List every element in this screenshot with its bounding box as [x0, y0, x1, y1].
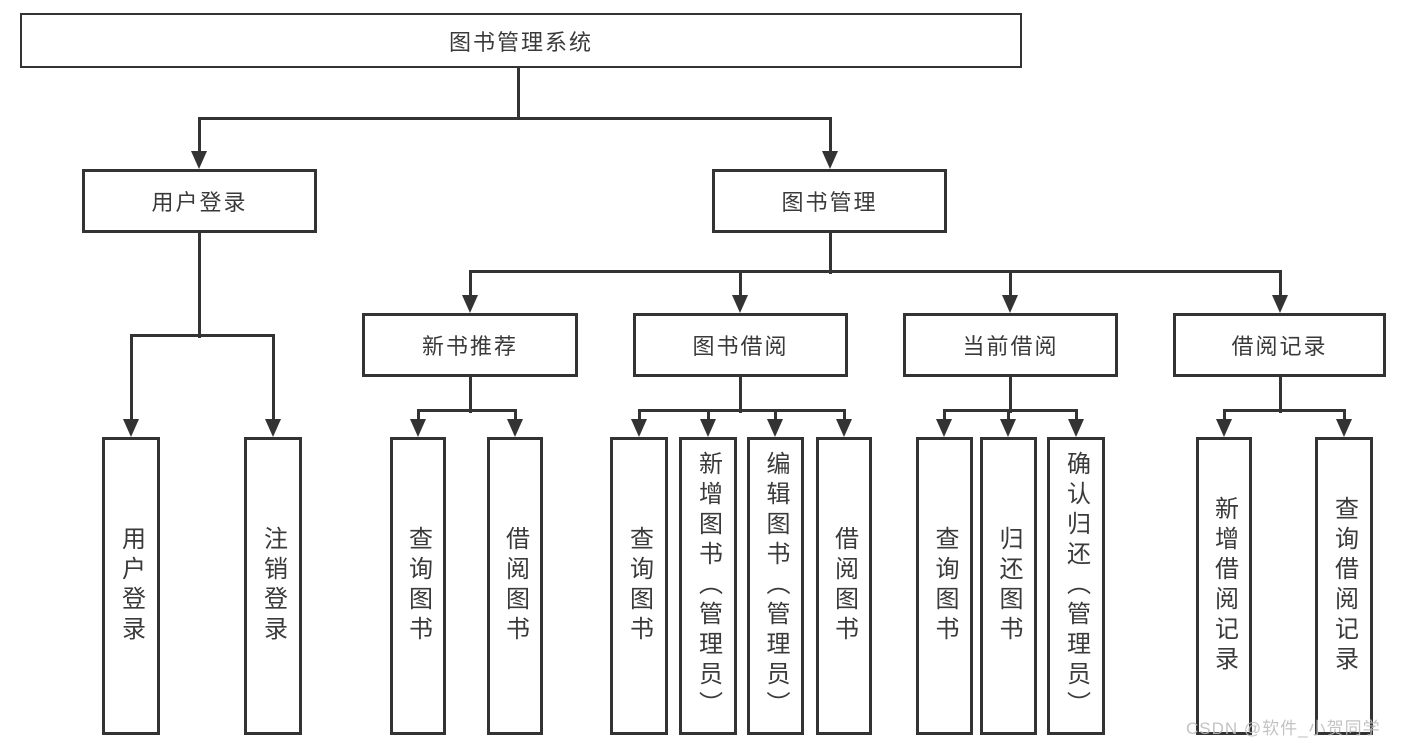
connector-line: [1006, 408, 1010, 425]
leaf-query-borrow-record-label: 查询借阅记录: [1330, 496, 1358, 676]
connector-line: [842, 408, 846, 425]
connector-line: [1074, 408, 1078, 425]
connector-line: [416, 408, 420, 425]
leaf-logout: 注销登录: [244, 437, 302, 735]
leaf-borrow-books-borrowing-label: 借阅图书: [830, 526, 858, 646]
node-borrowing-records: 借阅记录: [1173, 313, 1386, 377]
arrow-down-icon: [1336, 419, 1352, 437]
connector-line: [706, 408, 710, 425]
node-book-borrowing: 图书借阅: [633, 313, 848, 377]
arrow-down-icon: [631, 419, 647, 437]
connector-line: [197, 116, 201, 157]
leaf-edit-book-admin-label: 编辑图书（管理员）: [762, 451, 789, 721]
watermark: CSDN @软件_小贺同学: [1186, 719, 1381, 738]
leaf-add-book-admin-label: 新增图书（管理员）: [694, 451, 722, 721]
arrow-down-icon: [123, 419, 139, 437]
connector-line: [1222, 408, 1226, 425]
arrow-down-icon: [732, 295, 748, 313]
node-current-borrowing-label: 当前借阅: [962, 334, 1059, 359]
connector-line: [738, 269, 742, 301]
arrow-down-icon: [265, 419, 281, 437]
arrow-down-icon: [507, 419, 523, 437]
leaf-borrow-books-recommend: 借阅图书: [487, 437, 543, 735]
connector-line: [1222, 408, 1346, 412]
connector-line: [513, 408, 517, 425]
connector-line: [1008, 375, 1012, 413]
node-user-login-label: 用户登录: [151, 190, 248, 215]
arrow-down-icon: [462, 295, 478, 313]
connector-line: [468, 269, 1282, 273]
connector-line: [942, 408, 946, 425]
leaf-confirm-return-admin-label: 确认归还（管理员）: [1062, 451, 1090, 721]
leaf-return-book-label: 归还图书: [995, 526, 1022, 646]
leaf-user-login-label: 用户登录: [117, 526, 145, 646]
connector-line: [197, 116, 832, 120]
node-book-management-label: 图书管理: [781, 190, 878, 215]
connector-line: [197, 231, 201, 338]
connector-line: [468, 269, 472, 301]
connector-line: [828, 116, 832, 157]
connector-line: [738, 375, 742, 413]
connector-line: [637, 408, 641, 425]
connector-line: [1278, 375, 1282, 413]
arrow-down-icon: [1272, 295, 1288, 313]
leaf-query-books-recommend: 查询图书: [390, 437, 446, 735]
leaf-edit-book-admin: 编辑图书（管理员）: [747, 437, 804, 735]
connector-line: [129, 333, 275, 337]
connector-line: [271, 333, 275, 425]
connector-line: [637, 408, 846, 412]
node-borrowing-records-label: 借阅记录: [1231, 334, 1328, 359]
leaf-confirm-return-admin: 确认归还（管理员）: [1047, 437, 1105, 735]
node-new-book-recommend-label: 新书推荐: [421, 334, 518, 359]
node-user-login: 用户登录: [82, 169, 317, 233]
connector-line: [1278, 269, 1282, 301]
arrow-down-icon: [1068, 419, 1084, 437]
leaf-return-book: 归还图书: [980, 437, 1037, 735]
connector-line: [942, 408, 1078, 412]
arrow-down-icon: [767, 419, 783, 437]
connector-line: [773, 408, 777, 425]
leaf-query-books-borrowing: 查询图书: [610, 437, 668, 735]
connector-line: [416, 408, 517, 412]
arrow-down-icon: [191, 151, 207, 169]
connector-line: [468, 375, 472, 413]
arrow-down-icon: [1000, 419, 1016, 437]
leaf-query-borrow-record: 查询借阅记录: [1315, 437, 1373, 735]
arrow-down-icon: [822, 151, 838, 169]
leaf-add-borrow-record: 新增借阅记录: [1196, 437, 1252, 735]
node-root: 图书管理系统: [20, 13, 1022, 68]
leaf-add-borrow-record-label: 新增借阅记录: [1210, 496, 1238, 676]
leaf-user-login: 用户登录: [102, 437, 160, 735]
leaf-query-books-borrowing-label: 查询图书: [625, 526, 653, 646]
arrow-down-icon: [936, 419, 952, 437]
connector-line: [1342, 408, 1346, 425]
arrow-down-icon: [836, 419, 852, 437]
leaf-query-books-current-label: 查询图书: [931, 526, 958, 646]
connector-line: [129, 333, 133, 425]
arrow-down-icon: [1216, 419, 1232, 437]
connector-line: [1008, 269, 1012, 301]
leaf-query-books-current: 查询图书: [916, 437, 973, 735]
leaf-logout-label: 注销登录: [259, 526, 287, 646]
arrow-down-icon: [410, 419, 426, 437]
arrow-down-icon: [1002, 295, 1018, 313]
node-book-management: 图书管理: [712, 169, 947, 233]
node-current-borrowing: 当前借阅: [903, 313, 1118, 377]
leaf-borrow-books-borrowing: 借阅图书: [816, 437, 872, 735]
node-root-label: 图书管理系统: [448, 29, 593, 55]
leaf-query-books-recommend-label: 查询图书: [404, 526, 432, 646]
connector-line: [828, 231, 832, 274]
leaf-add-book-admin: 新增图书（管理员）: [679, 437, 737, 735]
arrow-down-icon: [700, 419, 716, 437]
leaf-borrow-books-recommend-label: 借阅图书: [501, 526, 529, 646]
connector-line: [516, 66, 520, 120]
node-book-borrowing-label: 图书借阅: [692, 334, 789, 359]
node-new-book-recommend: 新书推荐: [362, 313, 578, 377]
